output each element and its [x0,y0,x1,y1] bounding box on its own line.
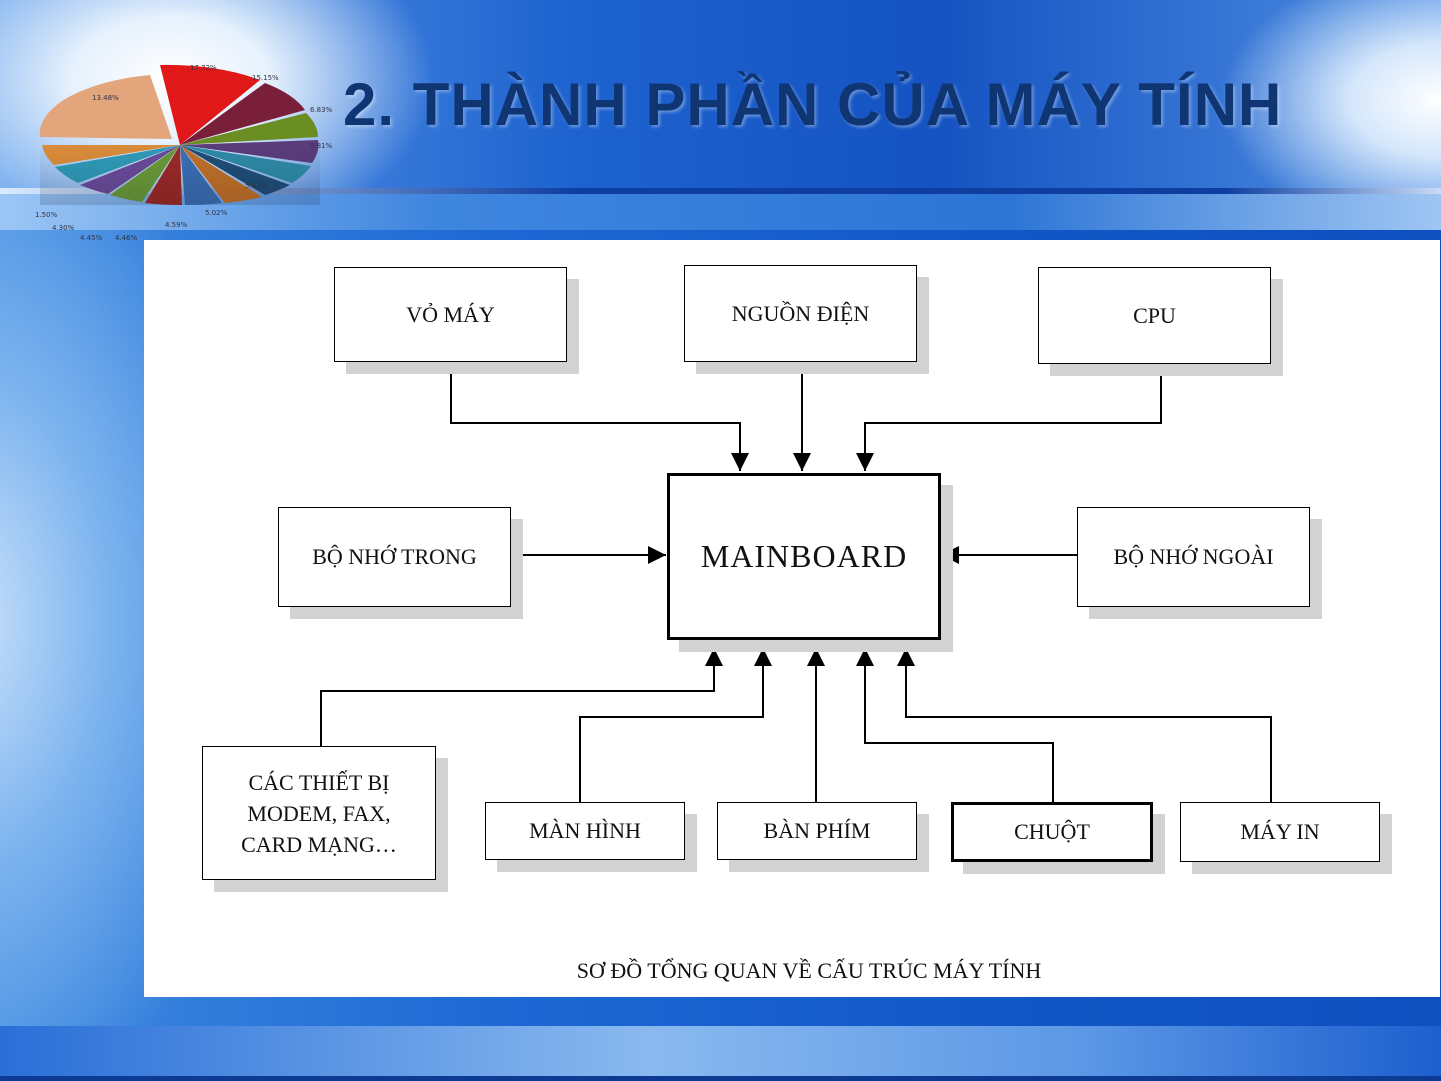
edge-man-hinh [580,648,763,802]
slide-title: 2. THÀNH PHẦN CỦA MÁY TÍNH [343,70,1282,139]
footer-band [0,1026,1441,1081]
node-label-line: CÁC THIẾT BỊ [249,767,390,798]
pie-label: 5.81% [310,142,333,150]
node-ban-phim: BÀN PHÍM [717,802,917,860]
pie-label: 13.48% [92,94,119,102]
node-cac-thiet-bi: CÁC THIẾT BỊ MODEM, FAX, CARD MẠNG… [202,746,436,880]
node-bo-nho-ngoai: BỘ NHỚ NGOÀI [1077,507,1310,607]
node-label-line: MODEM, FAX, [247,798,390,829]
node-label-line: CARD MẠNG… [241,829,397,860]
node-bo-nho-trong: BỘ NHỚ TRONG [278,507,511,607]
node-label: BÀN PHÍM [764,818,871,844]
node-label: MÀN HÌNH [529,818,641,844]
node-label: VỎ MÁY [406,302,495,328]
edge-vo-may [451,362,740,471]
node-label: BỘ NHỚ TRONG [312,544,477,570]
pie-label: 5.42% [245,182,268,190]
edge-cac-thiet-bi [321,648,714,746]
decorative-pie-chart-icon: 17.72% 15.15% 6.83% 5.81% 5.42% 5.02% 4.… [30,30,350,255]
node-nguon-dien: NGUỒN ĐIỆN [684,265,917,362]
node-man-hinh: MÀN HÌNH [485,802,685,860]
pie-label: 4.46% [115,234,138,242]
node-label: NGUỒN ĐIỆN [732,301,869,327]
node-label: MÁY IN [1240,819,1319,845]
node-label: CHUỘT [1014,819,1090,845]
pie-label: 5.02% [205,209,228,217]
node-label: MAINBOARD [701,538,907,575]
pie-label: 6.83% [310,106,333,114]
edge-cpu [865,364,1161,471]
node-chuot: CHUỘT [951,802,1153,862]
footer-divider [0,1076,1441,1081]
edge-may-in [906,648,1271,802]
pie-label: 17.72% [190,64,217,72]
node-label: CPU [1133,303,1176,329]
pie-label: 4.59% [165,221,188,229]
node-cpu: CPU [1038,267,1271,364]
node-label: BỘ NHỚ NGOÀI [1113,544,1273,570]
pie-label: 4.30% [52,224,75,232]
pie-label: 4.45% [80,234,103,242]
node-vo-may: VỎ MÁY [334,267,567,362]
diagram-caption: SƠ ĐỒ TỔNG QUAN VỀ CẤU TRÚC MÁY TÍNH [144,958,1441,984]
pie-label: 1.50% [35,211,58,219]
node-mainboard: MAINBOARD [667,473,941,640]
node-may-in: MÁY IN [1180,802,1380,862]
pie-label: 15.15% [252,74,279,82]
diagram-panel: VỎ MÁY NGUỒN ĐIỆN CPU BỘ NHỚ TRONG MAINB… [144,240,1440,997]
edge-chuot [865,648,1053,802]
